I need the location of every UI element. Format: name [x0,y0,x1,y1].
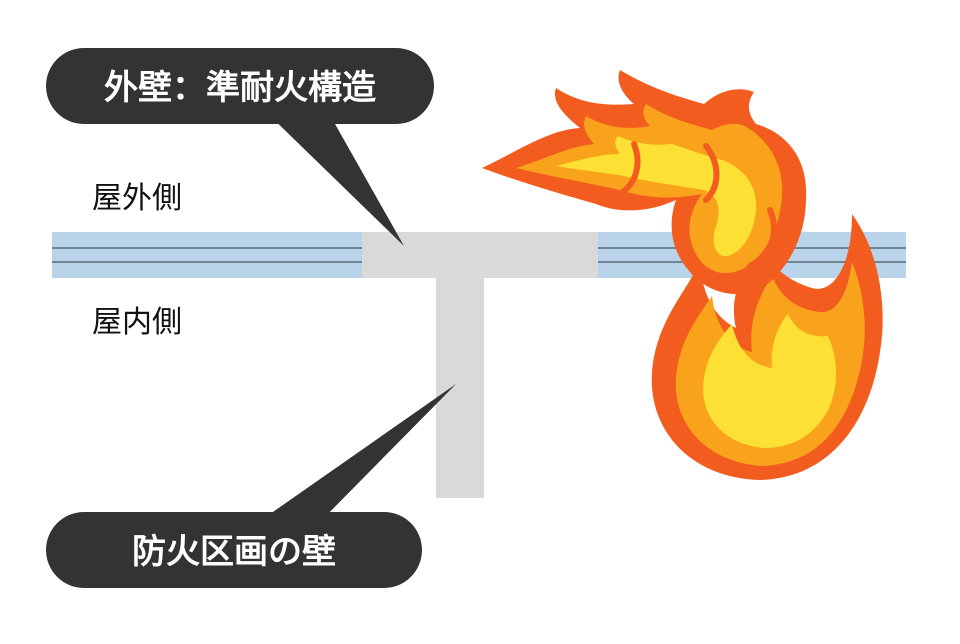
fire-curl-ridge-2 [703,143,720,203]
inside-label: 屋内側 [92,305,182,340]
callout-bottom: 防火区画の壁 [46,384,456,588]
fire-flame-upper-inner [556,136,757,257]
fire-curl-ridge-3 [747,207,777,269]
fire-partition-cap [362,232,598,278]
callout-bottom-text: 防火区画の壁 [132,532,336,572]
fire-icon [482,70,883,480]
exterior-wall-left [52,232,362,278]
fire-flame-lower-inner [703,314,837,448]
callout-top: 外壁：準耐火構造 [46,48,434,246]
fire-curl-ridge-1 [617,141,641,197]
callout-bottom-bubble [46,512,422,588]
fire-partition-wall [362,232,598,498]
callout-top-text: 外壁：準耐火構造 [104,68,376,108]
exterior-wall-left-fill [52,232,362,278]
callout-top-pointer [262,108,404,246]
callout-bottom-pointer [250,384,456,528]
outside-label: 屋外側 [92,181,182,216]
fire-partition-stem [436,278,484,498]
callout-top-bubble [46,48,434,124]
